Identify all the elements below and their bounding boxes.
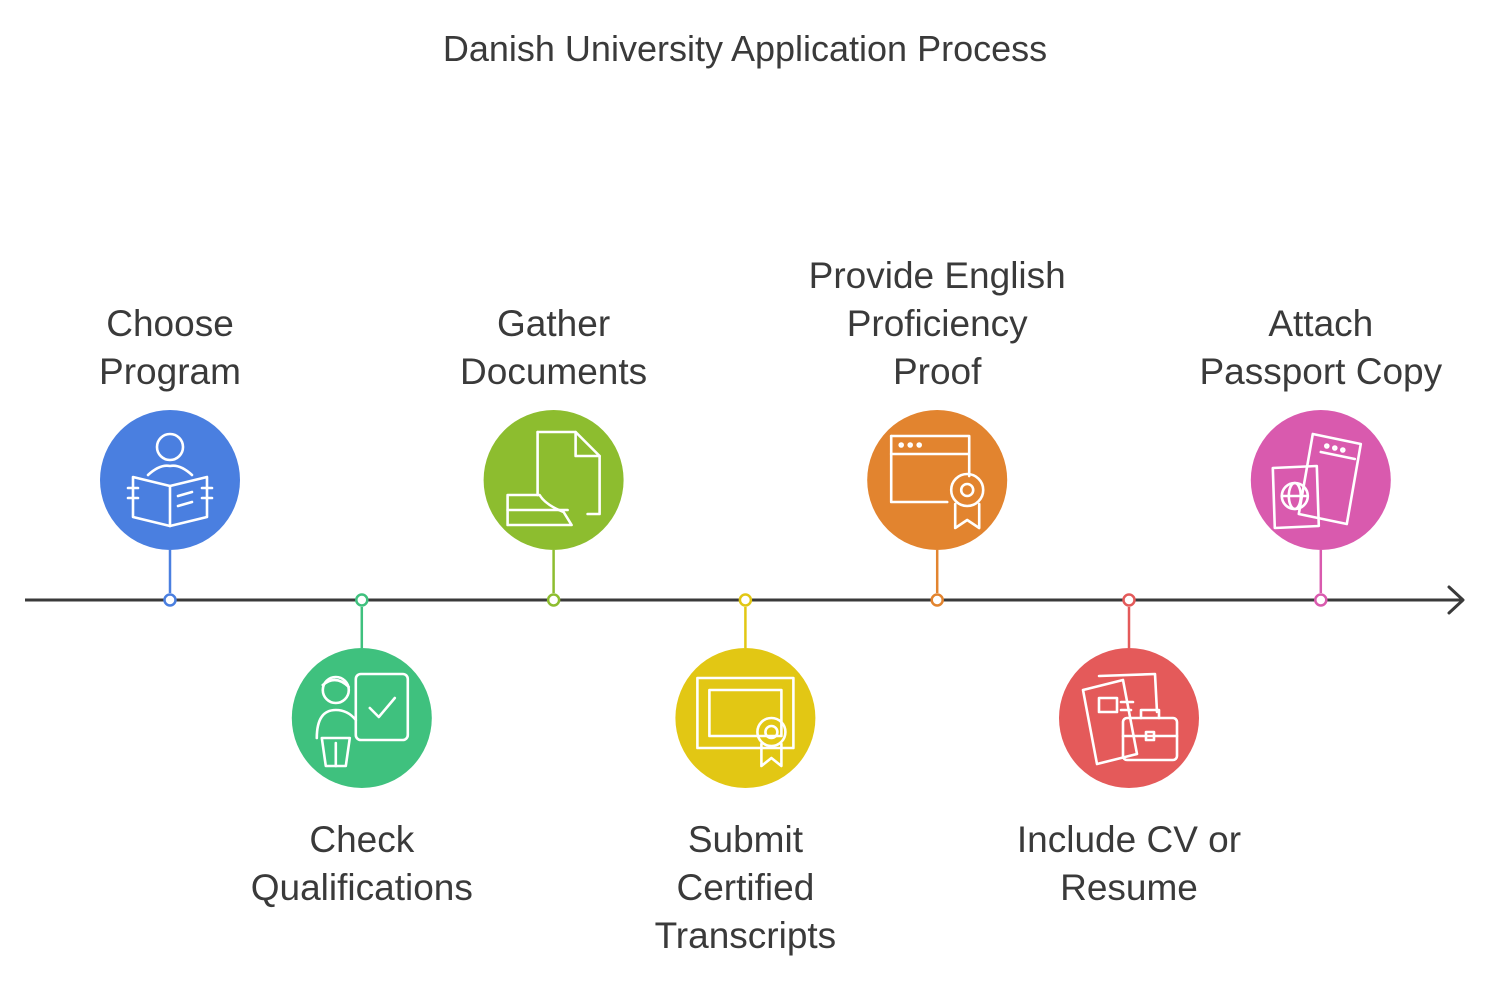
timeline-step bbox=[675, 593, 816, 788]
timeline-step bbox=[1250, 410, 1391, 607]
step-circle bbox=[100, 410, 240, 550]
certificate-icon bbox=[696, 676, 795, 768]
resume-briefcase-icon bbox=[1081, 672, 1179, 766]
step-label-line: Qualifications bbox=[250, 867, 473, 908]
timeline-step bbox=[291, 593, 432, 788]
step-label-line: Passport Copy bbox=[1199, 351, 1443, 392]
step-axis-marker bbox=[1122, 593, 1136, 607]
step-label-line: Transcripts bbox=[654, 915, 837, 956]
timeline-step bbox=[1059, 593, 1199, 788]
step-axis-marker bbox=[163, 593, 177, 607]
reading-person-icon bbox=[126, 432, 214, 528]
step-circle bbox=[1250, 410, 1391, 550]
step-label-line: Include CV or bbox=[1016, 819, 1242, 860]
step-label-line: Submit bbox=[687, 819, 803, 860]
step-circle bbox=[867, 410, 1008, 550]
step-label-line: Choose bbox=[106, 303, 234, 344]
step-label-line: Gather bbox=[497, 303, 611, 344]
step-axis-marker bbox=[930, 593, 944, 607]
step-circle bbox=[291, 648, 432, 788]
step-label-line: Attach bbox=[1268, 303, 1374, 344]
passport-ticket-icon bbox=[1271, 432, 1363, 530]
step-label-line: Documents bbox=[460, 351, 648, 392]
step-label: Include CV or Resume bbox=[969, 816, 1289, 912]
timeline-arrow-head-icon bbox=[1447, 585, 1465, 615]
document-hand-icon bbox=[506, 430, 601, 527]
step-label-line: Program bbox=[99, 351, 241, 392]
web-certificate-icon bbox=[889, 434, 985, 530]
step-label-line: Proficiency bbox=[846, 303, 1028, 344]
step-axis-marker bbox=[1314, 593, 1328, 607]
step-axis-marker bbox=[546, 593, 561, 607]
teacher-board-check-icon bbox=[315, 672, 410, 768]
step-label-line: Certified bbox=[676, 867, 815, 908]
timeline-step bbox=[100, 410, 240, 607]
step-label-line: Resume bbox=[1060, 867, 1198, 908]
timeline-step bbox=[483, 410, 624, 607]
step-axis-marker bbox=[738, 593, 753, 607]
step-label-line: Proof bbox=[892, 351, 982, 392]
timeline-step bbox=[867, 410, 1008, 607]
step-label-line: Check bbox=[309, 819, 415, 860]
diagram-title: Danish University Application Process bbox=[442, 28, 1048, 69]
step-label-line: Provide English bbox=[808, 255, 1066, 296]
step-axis-marker bbox=[355, 593, 369, 607]
